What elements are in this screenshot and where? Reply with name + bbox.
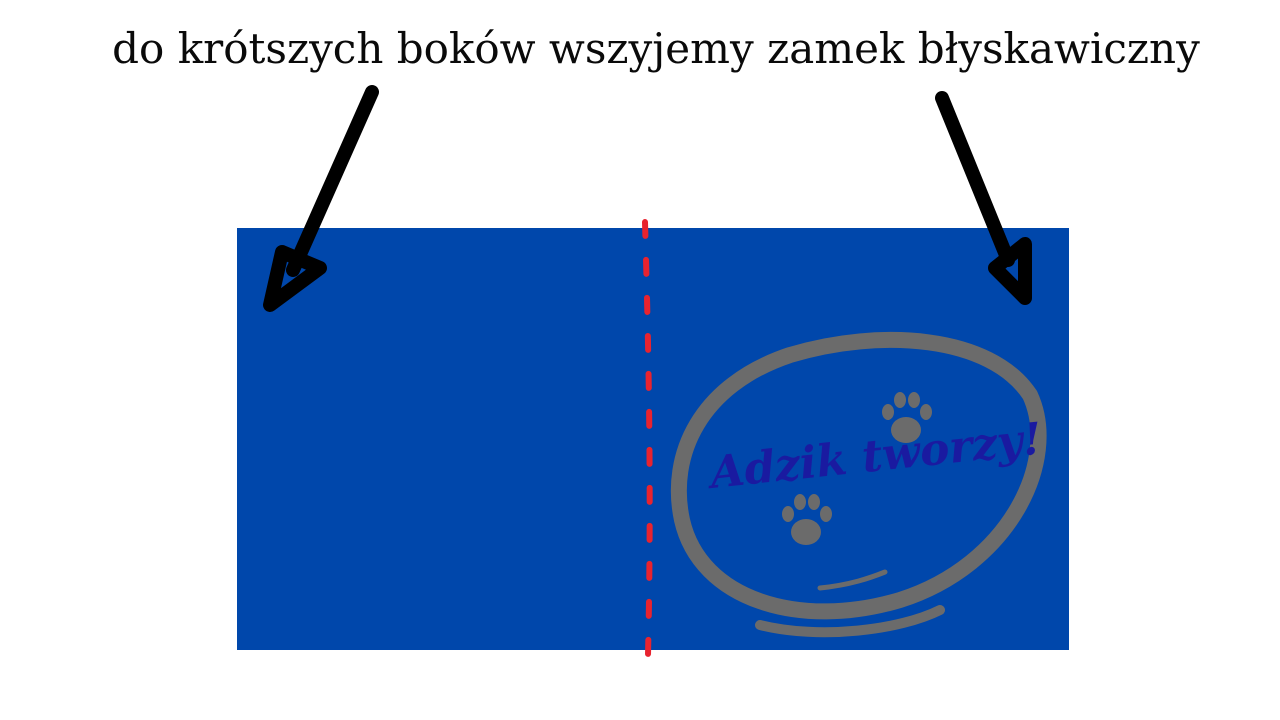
watermark-ring	[670, 331, 1047, 620]
instruction-caption: do krótszych boków wszyjemy zamek błyska…	[112, 24, 1200, 73]
arrow-left	[263, 85, 379, 312]
fold-line	[642, 219, 653, 658]
paw-print-icon	[882, 392, 932, 443]
arrow-right	[935, 91, 1032, 305]
watermark-ring-tail	[755, 605, 945, 638]
watermark-ring-stroke	[817, 569, 888, 591]
paw-print-icon	[782, 494, 832, 545]
